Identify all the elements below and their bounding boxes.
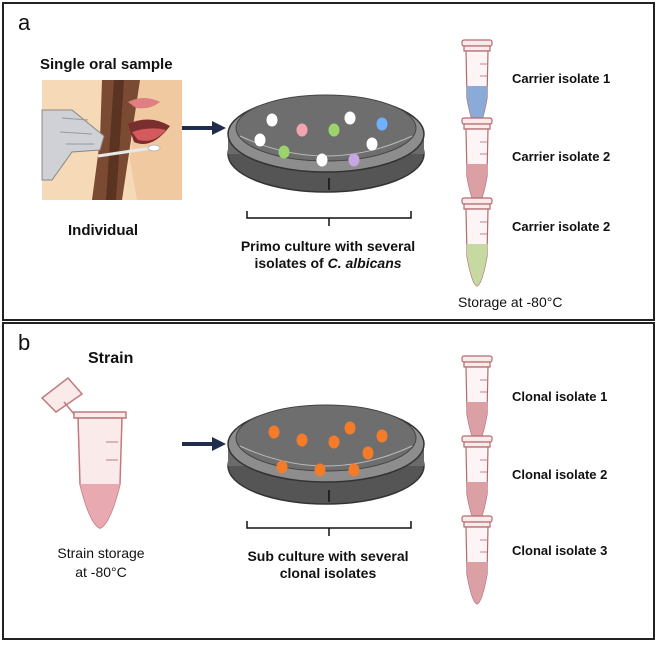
tube-b-1: [461, 355, 493, 445]
colony-b-1: [268, 425, 280, 439]
caption-prefix: isolates of: [254, 255, 328, 271]
individual-label: Individual: [68, 222, 139, 239]
colony-b-2: [296, 433, 308, 447]
petri-dish-b: [227, 404, 425, 505]
panel-b-label: b: [18, 330, 31, 355]
colony-b-8: [348, 463, 360, 477]
tube-a-3-label: Carrier isolate 2: [512, 219, 611, 234]
colony-b-9: [362, 446, 374, 460]
colony-b-4: [344, 421, 356, 435]
colony-a-7: [278, 145, 290, 159]
culture-caption-b-line2: clonal isolates: [279, 565, 377, 581]
strain-storage-caption: Strain storage at -80°C: [36, 544, 166, 582]
storage-label-a: Storage at -80°C: [458, 294, 563, 310]
bracket-b: [246, 521, 412, 536]
colony-a-6: [254, 133, 266, 147]
tube-a-2: [461, 117, 493, 207]
tube-a-2-label: Carrier isolate 2: [512, 149, 611, 164]
culture-caption-a-line2: isolates of C. albicans: [222, 255, 434, 272]
tube-b-3-label: Clonal isolate 3: [512, 543, 608, 558]
oral-sampling-illustration: [41, 80, 182, 200]
colony-b-5: [376, 429, 388, 443]
culture-caption-a-line1: Primo culture with several: [240, 238, 416, 254]
sample-title: Single oral sample: [40, 56, 173, 73]
colony-b-3: [328, 435, 340, 449]
panel-b: b Strain Strain storage at -80°C Sub cul…: [2, 322, 655, 640]
colony-a-4: [344, 111, 356, 125]
strain-tube-icon: [40, 376, 127, 529]
bracket-a: [246, 211, 412, 226]
colony-a-1: [266, 113, 278, 127]
colony-a-10: [366, 137, 378, 151]
culture-caption-b-line1: Sub culture with several: [247, 548, 409, 564]
tube-b-1-label: Clonal isolate 1: [512, 389, 608, 404]
colony-a-5: [376, 117, 388, 131]
species-name: C. albicans: [327, 255, 402, 271]
tube-b-3: [461, 515, 493, 605]
arrow-icon: [182, 437, 226, 451]
panel-a: a Single oral sample Individual Primo cu…: [2, 2, 655, 321]
colony-a-2: [296, 123, 308, 137]
strain-storage-line1: Strain storage: [57, 545, 145, 561]
tube-a-3: [461, 197, 493, 287]
colony-b-7: [314, 463, 326, 477]
culture-caption-b: Sub culture with several clonal isolates: [222, 548, 434, 582]
tube-b-2: [461, 435, 493, 525]
tube-b-2-label: Clonal isolate 2: [512, 467, 608, 482]
colony-b-6: [276, 460, 288, 474]
strain-storage-line2: at -80°C: [75, 564, 127, 580]
colony-a-3: [328, 123, 340, 137]
colony-a-9: [348, 153, 360, 167]
tube-a-1-label: Carrier isolate 1: [512, 71, 611, 86]
arrow-icon: [182, 121, 226, 135]
strain-title: Strain: [88, 350, 134, 367]
panel-a-label: a: [18, 10, 31, 35]
petri-dish-a: [227, 94, 425, 193]
tube-a-1: [461, 39, 493, 129]
colony-a-8: [316, 153, 328, 167]
culture-caption-a: Primo culture with several isolates of C…: [222, 238, 434, 272]
